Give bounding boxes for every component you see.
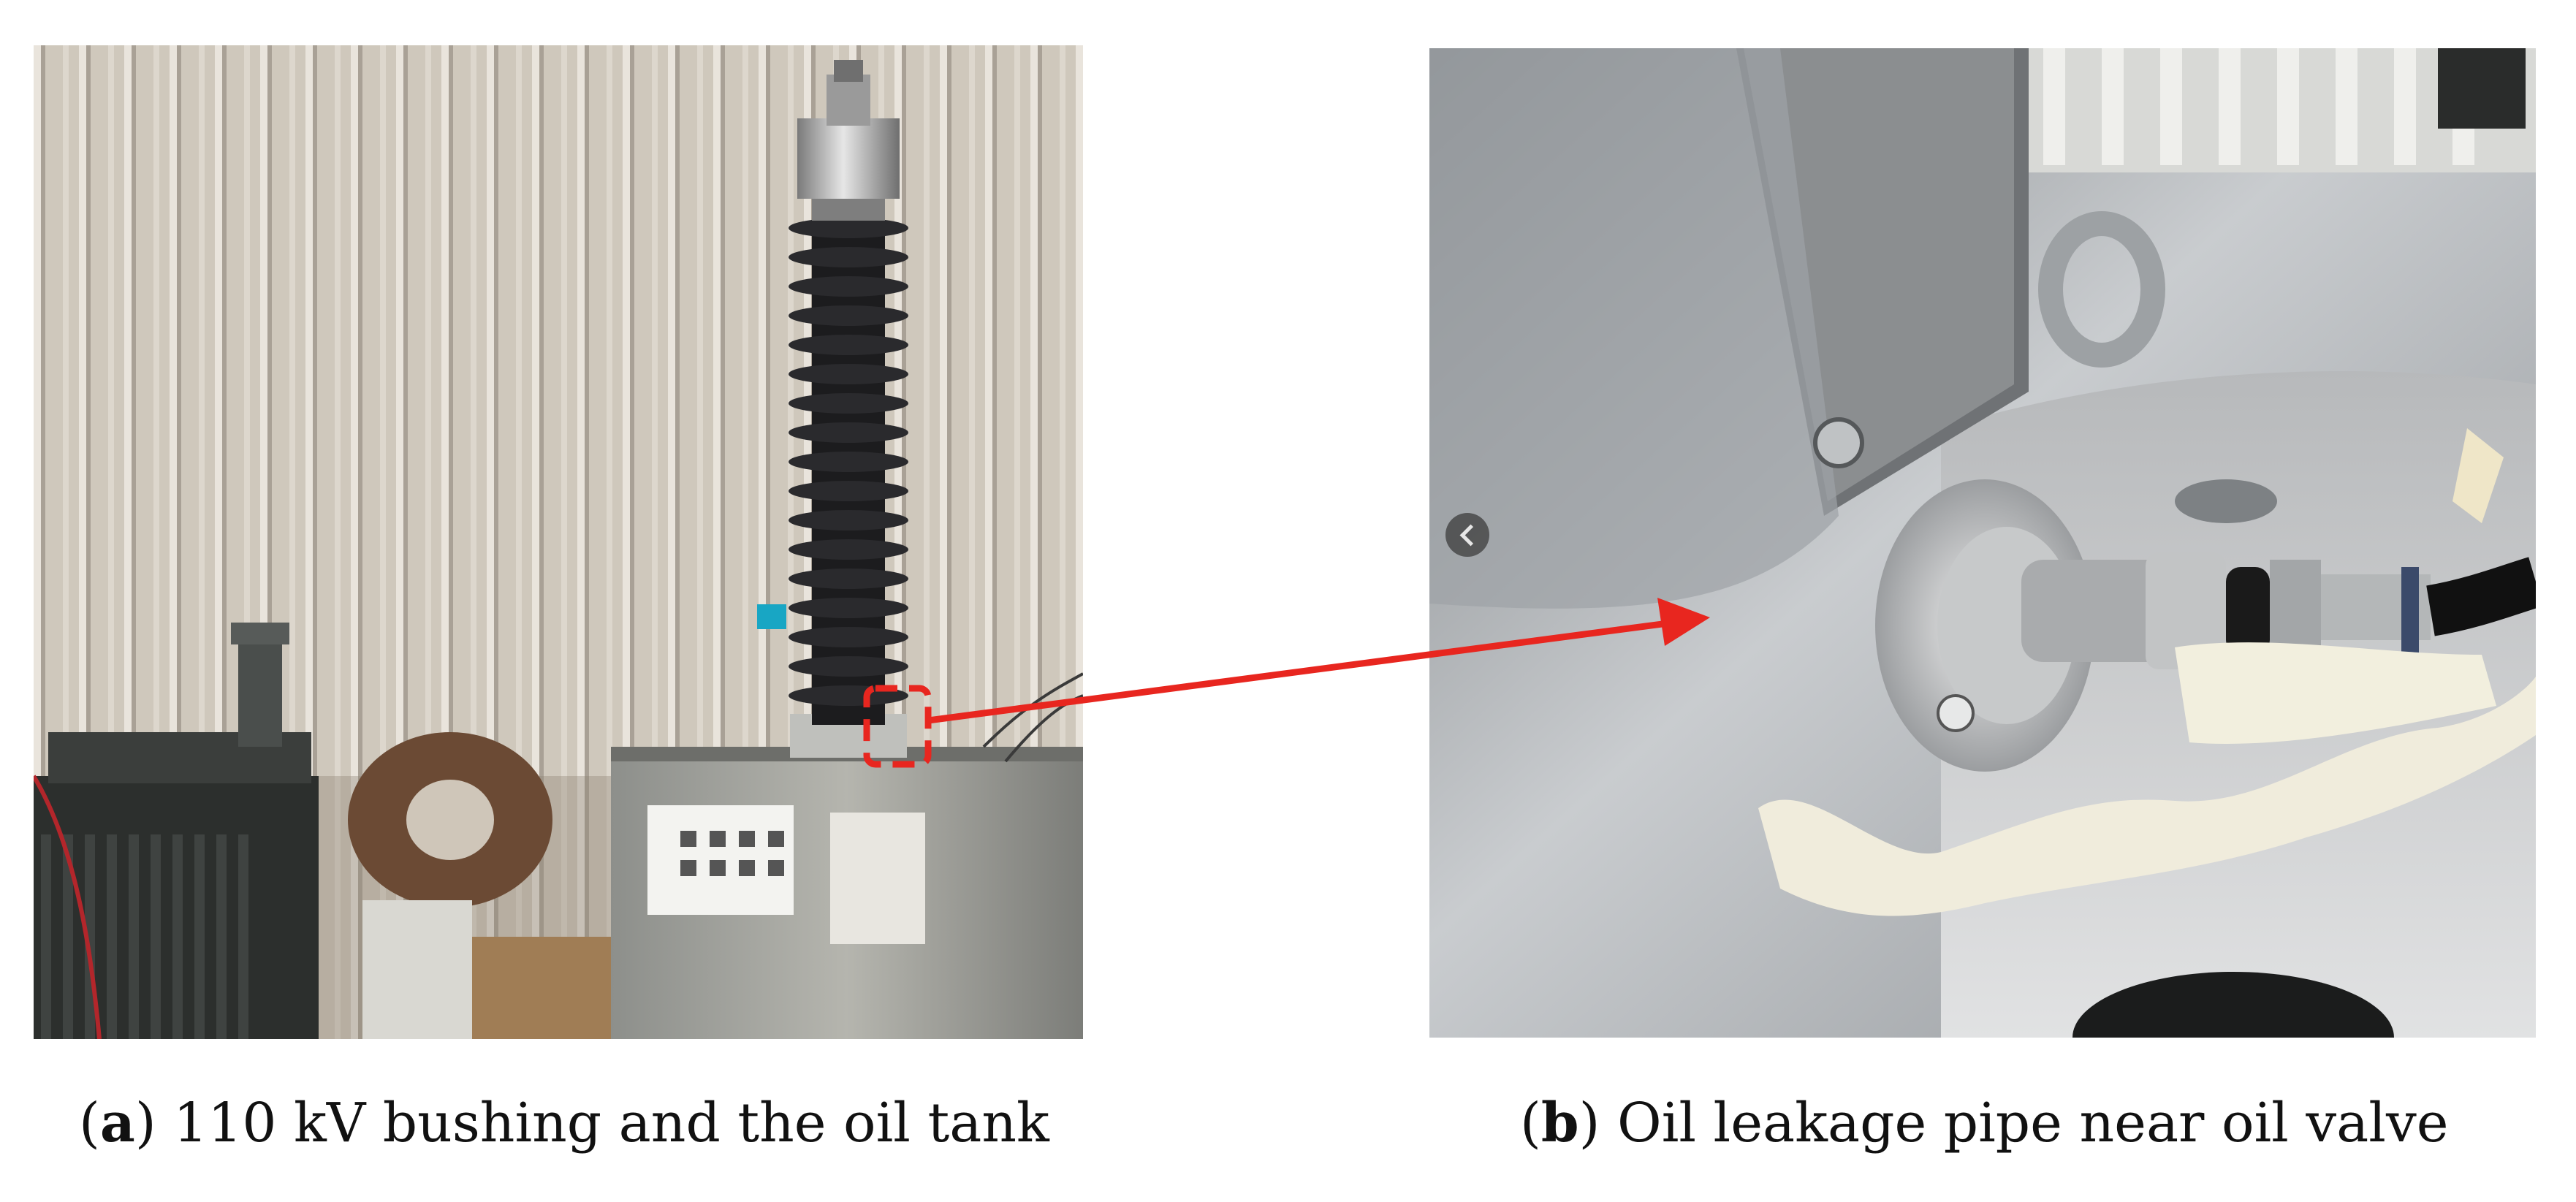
caption-a: (a) 110 kV bushing and the oil tank xyxy=(79,1092,1049,1155)
previous-image-button[interactable] xyxy=(1445,513,1489,557)
valve-photo xyxy=(1429,48,2536,1038)
caption-b-label: b xyxy=(1540,1092,1579,1155)
caption-a-label: a xyxy=(99,1092,135,1155)
chevron-left-icon xyxy=(1459,524,1481,546)
bushing-photo xyxy=(34,45,1083,1039)
caption-b: (b) Oil leakage pipe near oil valve xyxy=(1520,1092,2449,1155)
caption-b-text: Oil leakage pipe near oil valve xyxy=(1600,1092,2449,1155)
photo-panel-a xyxy=(34,45,1083,1039)
caption-a-text: 110 kV bushing and the oil tank xyxy=(156,1092,1049,1155)
photo-panel-b xyxy=(1429,48,2536,1038)
